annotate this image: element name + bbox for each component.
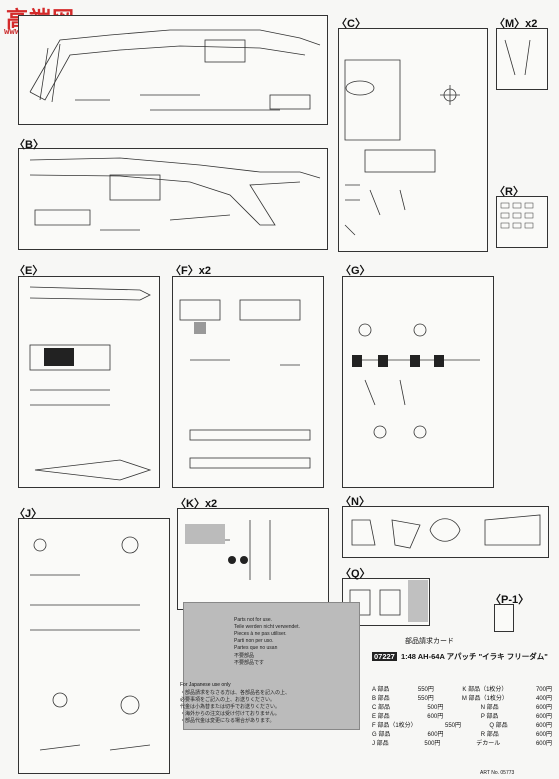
part-name: R 部品 — [480, 732, 499, 738]
part-price: 700円 — [535, 687, 552, 693]
product-name: 1:48 AH-64A アパッチ "イラキ フリーダム" — [400, 652, 548, 661]
jp-line-3: 代金は小為替または切手でお送りください。 — [180, 704, 281, 710]
price-row: F 部品（1枚分） 550円 Q 部品 600円 — [372, 722, 552, 731]
japanese-note: ・部品請求をなさる方は、各部品名を記入の上、 必要事項をご記入の上、お送りくださ… — [180, 690, 370, 725]
frame-r — [496, 196, 548, 248]
art-number: ART No. 05773 — [480, 770, 515, 776]
section-label-r: 〈R〉 — [494, 186, 524, 198]
part-price: 600円 — [427, 714, 444, 720]
frame-k — [177, 508, 329, 610]
section-label-n: 〈N〉 — [340, 496, 370, 508]
section-label-e: 〈E〉 — [14, 265, 44, 277]
part-name: M 部品（1枚分） — [461, 696, 508, 702]
jp-line-2: 必要事項をご記入の上、お送りください。 — [180, 697, 276, 703]
part-name: デカール — [476, 741, 501, 747]
part-name: B 部品 — [372, 696, 390, 702]
jp-line-1: ・部品請求をなさる方は、各部品名を記入の上、 — [180, 690, 291, 696]
part-price: 600円 — [427, 732, 444, 738]
price-row: B 部品 550円 M 部品（1枚分） 400円 — [372, 695, 552, 704]
frame-g — [342, 276, 494, 488]
note-line-6: 不要部品 — [234, 653, 255, 659]
price-row: G 部品 600円 R 部品 600円 — [372, 731, 552, 740]
section-label-q: 〈Q〉 — [340, 568, 371, 580]
part-name: C 部品 — [372, 705, 391, 711]
frame-b — [18, 148, 328, 250]
unused-parts-note: Parts not for use. Teile werden nicht ve… — [183, 602, 360, 730]
frame-j — [18, 518, 170, 774]
section-label-c: 〈C〉 — [336, 18, 366, 30]
section-label-j: 〈J〉 — [14, 508, 43, 520]
part-price: 500円 — [424, 741, 441, 747]
section-label-m: 〈M〉x2 — [494, 18, 538, 30]
price-row: C 部品 500円 N 部品 600円 — [372, 704, 552, 713]
part-name: J 部品 — [372, 741, 389, 747]
part-price: 550円 — [444, 723, 461, 729]
note-line-7: 不要部品です — [234, 660, 265, 666]
frame-n — [342, 506, 549, 558]
section-label-g: 〈G〉 — [340, 265, 371, 277]
card-title: 部品請求カード — [405, 638, 454, 645]
part-price: 400円 — [535, 696, 552, 702]
part-price: 600円 — [535, 723, 552, 729]
section-label-b: 〈B〉 — [14, 139, 44, 151]
part-name: K 部品（1枚分） — [462, 687, 508, 693]
price-row: A 部品 550円 K 部品（1枚分） 700円 — [372, 686, 552, 695]
part-name: A 部品 — [372, 687, 390, 693]
part-name: G 部品 — [372, 732, 391, 738]
price-row: J 部品 500円 デカール 600円 — [372, 740, 552, 749]
note-line-3: Pieces à ne pas utiliser. — [234, 631, 287, 637]
price-table: A 部品 550円 K 部品（1枚分） 700円 B 部品 550円 M 部品（1枚分） 4… — [372, 686, 552, 749]
part-price: 600円 — [535, 714, 552, 720]
frame-f — [172, 276, 324, 488]
part-price: 600円 — [535, 705, 552, 711]
part-name: Q 部品 — [489, 723, 508, 729]
note-line-4: Parti non per uso. — [234, 638, 274, 644]
price-row: E 部品 600円 P 部品 600円 — [372, 713, 552, 722]
part-price: 550円 — [417, 696, 434, 702]
product-code: 07227 — [372, 652, 397, 661]
part-price: 500円 — [427, 705, 444, 711]
part-name: P 部品 — [480, 714, 499, 720]
frame-m — [496, 28, 548, 90]
note-line-5: Partes que no usan — [234, 645, 278, 651]
jp-line-4: ・海外からの注文は受け付けておりません。 — [180, 711, 280, 717]
part-price: 550円 — [417, 687, 434, 693]
part-name: F 部品（1枚分） — [372, 723, 417, 729]
section-label-f: 〈F〉x2 — [170, 265, 211, 277]
section-label-p1: 〈P-1〉 — [490, 594, 530, 606]
parts-order-card: 部品請求カード 07227 1:48 AH-64A アパッチ "イラキ フリーダ… — [370, 636, 552, 760]
japanese-only-heading: For Japanese use only — [180, 682, 231, 688]
part-name: N 部品 — [480, 705, 499, 711]
frame-e — [18, 276, 160, 488]
part-name: E 部品 — [372, 714, 390, 720]
note-line-1: Parts not for use. — [234, 617, 273, 623]
card-product: 07227 1:48 AH-64A アパッチ "イラキ フリーダム" — [372, 651, 548, 662]
jp-line-5: ・部品代金は変更になる場合があります。 — [180, 718, 275, 724]
part-price: 600円 — [535, 741, 552, 747]
note-line-2: Teile werden nicht verwendet. — [234, 624, 300, 630]
part-price: 600円 — [535, 732, 552, 738]
section-label-k: 〈K〉x2 — [175, 498, 218, 510]
frame-p1 — [494, 604, 514, 632]
